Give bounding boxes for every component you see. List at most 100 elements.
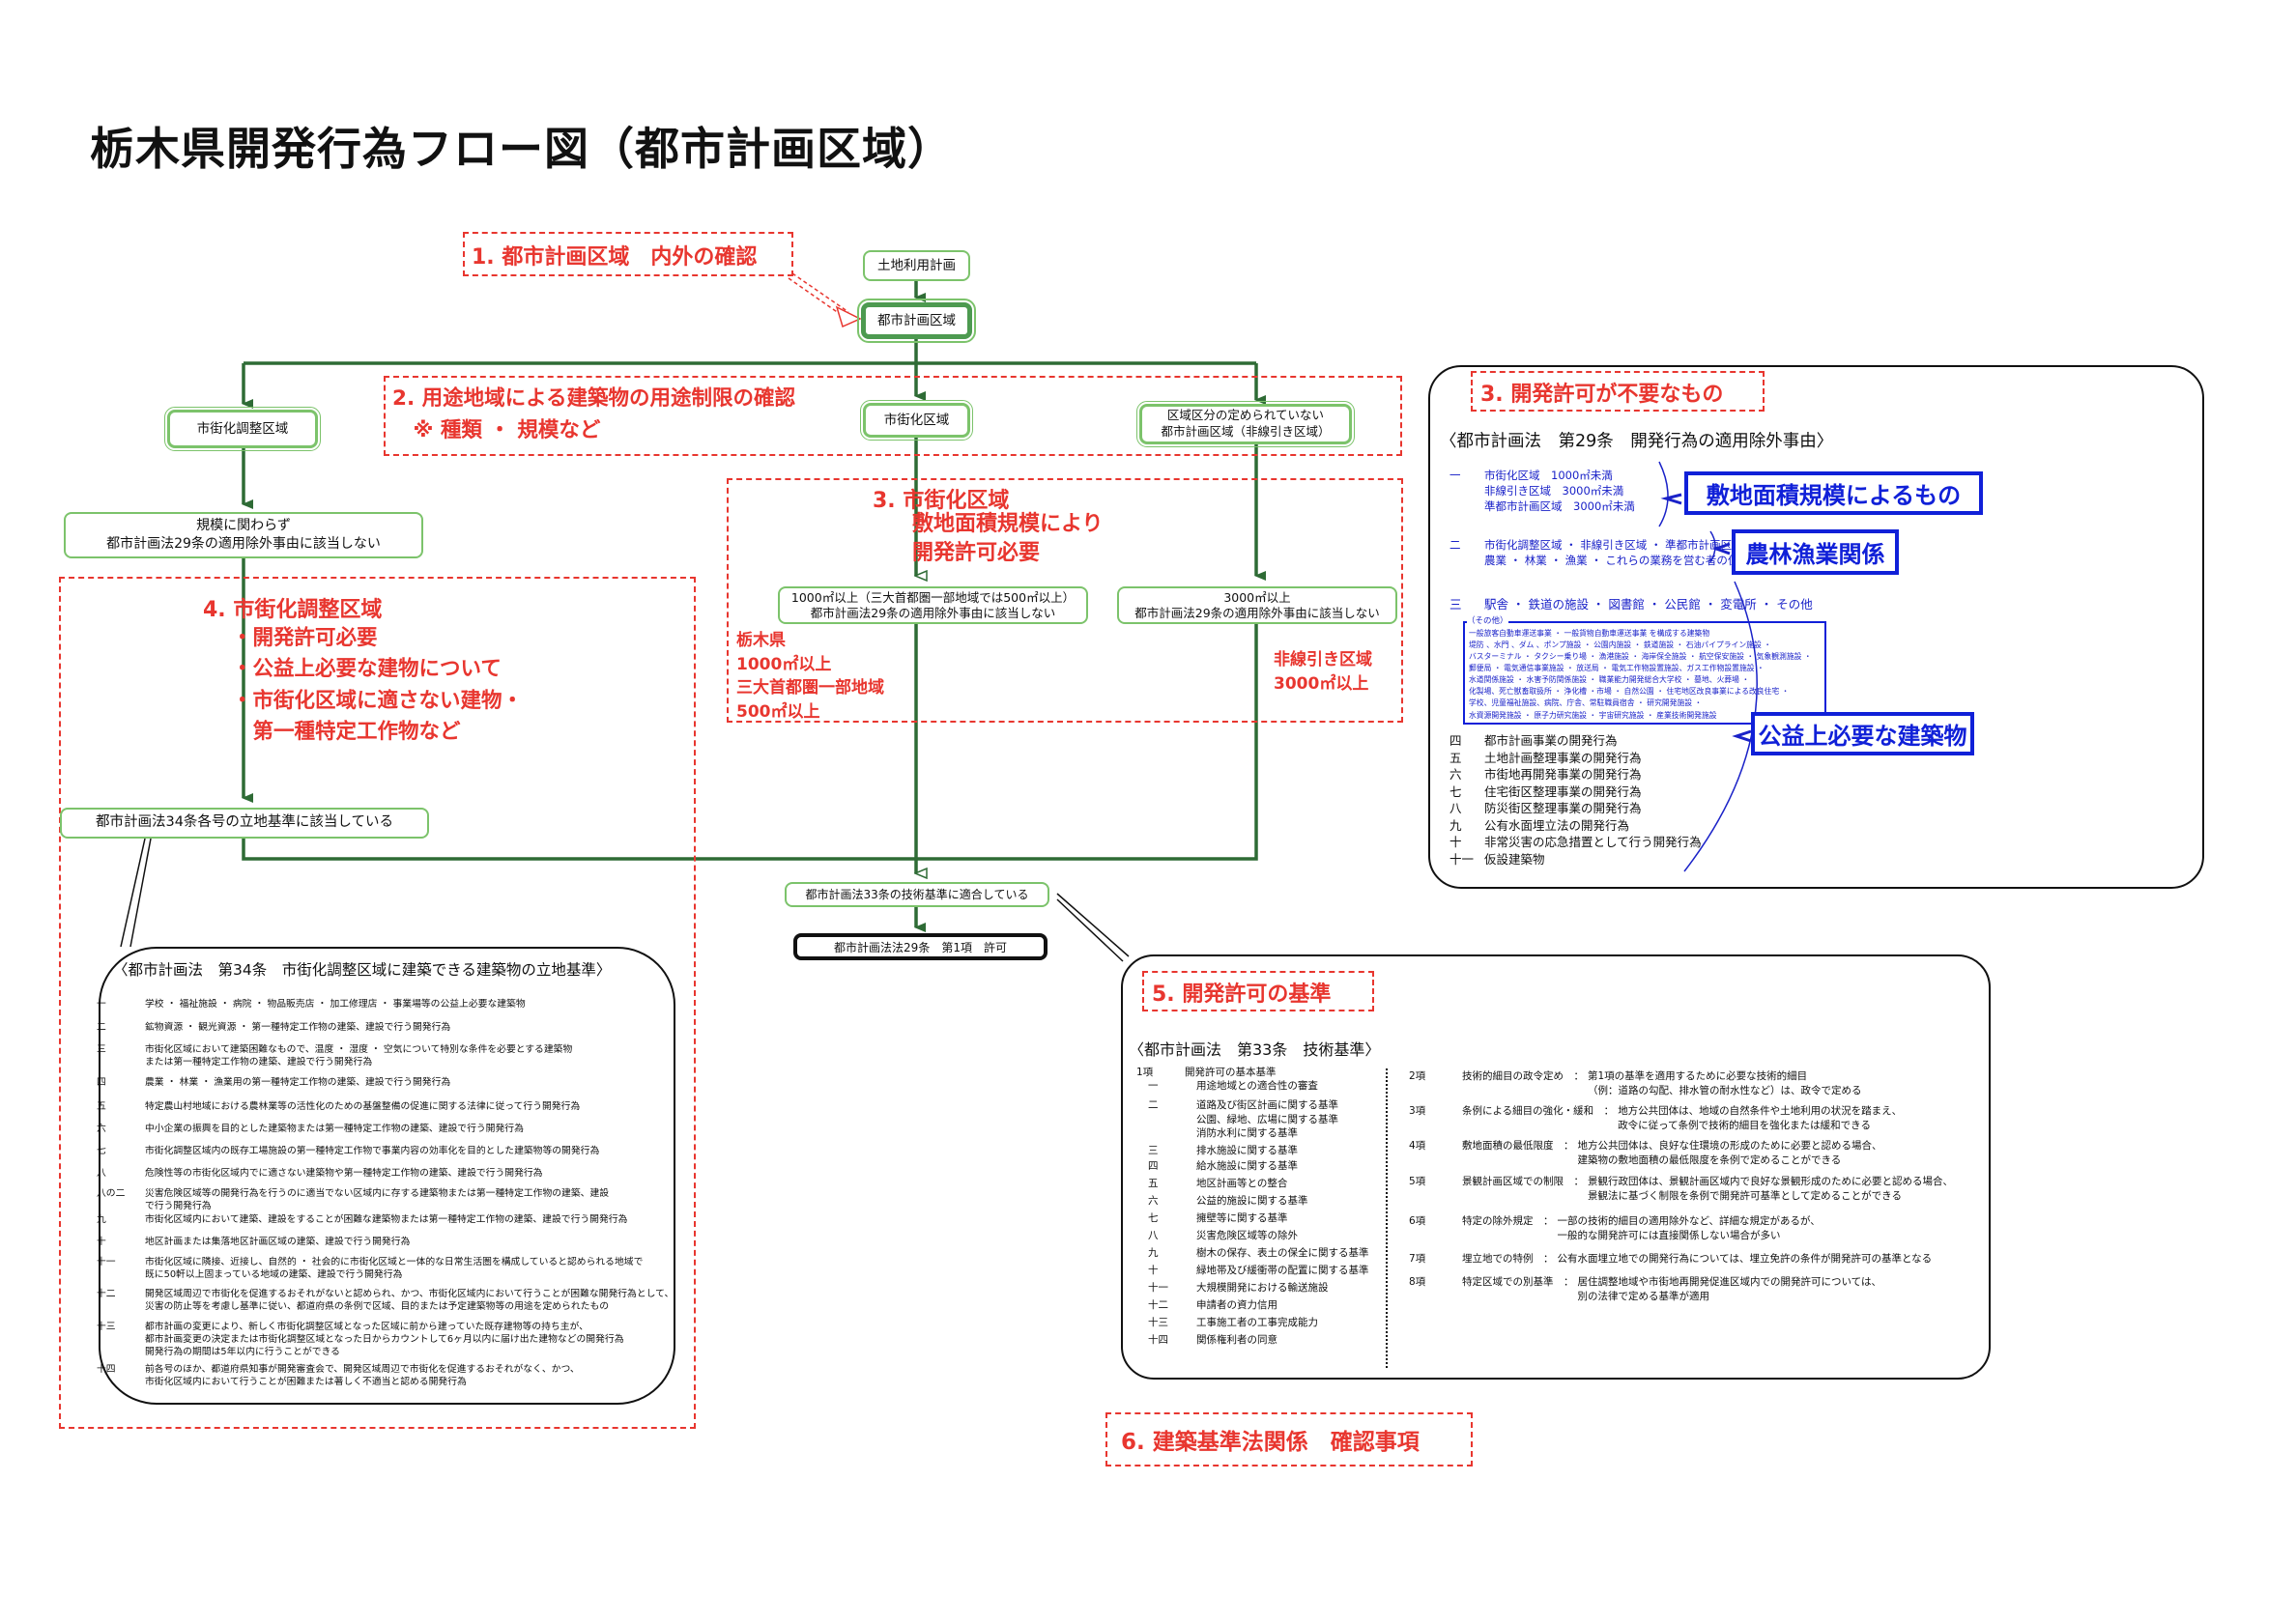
node-art34-location-criteria[interactable]: 都市計画法34条各号の立地基準に該当している [60,808,429,839]
callout-s1 [788,272,862,328]
panel5-para1-item: 十二申請者の資力信用 [1148,1298,1277,1313]
node-urbanization-control-area[interactable]: 市街化調整区域 [164,407,321,451]
item-text: 農業 ・ 林業 ・ 漁業用の第一種特定工作物の建築、建設で行う開発行為 [145,1077,451,1088]
item-number: 十 [1148,1265,1159,1276]
item-text: 地区計画等との整合 [1196,1178,1288,1189]
panel34-list-item: 一 学校 ・ 福祉施設 ・ 病院 ・ 物品販売店 ・ 加工修理店 ・ 事業場等の公… [97,998,526,1011]
item-number: 一 [97,999,106,1010]
item-text: 防災街区整理事業の開発行為 [1484,801,1642,815]
panel5-label-frame [1142,971,1374,1011]
panel3-list-item: 五土地計画整理事業の開発行為 [1449,750,1642,767]
panel34-list-item: 十一市街化区域に隣接、近接し、自然的 ・ 社会的に市街化区域と一体的な日常生活圏… [97,1256,643,1281]
para-text: 公有水面埋立地での開発行為については、埋立免許の条件が開発許可の基準となる [1557,1253,1933,1265]
item-number: 二 [97,1022,106,1033]
para-text: 地方公共団体は、良好な住環境の形成のために必要と認める場合、 建築物の敷地面積の… [1577,1140,1882,1167]
panel5-paragraph: 4項敷地面積の最低限度 ：地方公共団体は、良好な住環境の形成のために必要と認める… [1409,1139,1882,1168]
item-number: 八の二 [97,1188,126,1199]
section1-frame [463,232,793,276]
item-number: 一 [1148,1080,1159,1092]
item-text: 大規模開発における輸送施設 [1196,1282,1329,1294]
para-heading: 条例による細目の強化・緩和 ： [1462,1105,1615,1117]
panel5-para1-item: 十一 大規模開発における輸送施設 [1148,1281,1329,1296]
item-text: 都市計画事業の開発行為 [1484,733,1618,748]
node-land-use-plan[interactable]: 土地利用計画 [863,250,970,281]
item-number: 十三 [1148,1317,1168,1328]
item-text: 排水施設に関する基準 [1196,1145,1298,1156]
item-number: 八 [1449,801,1462,815]
section3-title: 3. 市街化区域 [873,489,1010,513]
para-number: 2項 [1409,1070,1426,1082]
item-text: 住宅街区整理事業の開発行為 [1484,783,1642,799]
item-number: 八 [97,1168,106,1179]
panel5-paragraph: 3項条例による細目の強化・緩和 ：地方公共団体は、地域の自然条件や土地利用の状況… [1409,1104,1902,1133]
section4-body: ・開発許可必要 ・公益上必要な建物について ・市街化区域に適さない建物・ 第一種… [232,626,524,744]
item-number: 六 [1148,1195,1159,1207]
panel34-heading: 〈都市計画法 第34条 市街化調整区域に建築できる建築物の立地基準〉 [113,961,612,979]
item-number: 八 [1148,1230,1159,1241]
node-nondelin-3000sqm[interactable]: 3000㎡以上 都市計画法29条の適用除外事由に該当しない [1117,586,1397,624]
item-number: 十二 [1148,1299,1168,1311]
para-number: 5項 [1409,1176,1426,1187]
node-city-planning-area[interactable]: 都市計画区域 [857,299,976,343]
panel34-list-item: 四 農業 ・ 林業 ・ 漁業用の第一種特定工作物の建築、建設で行う開発行為 [97,1076,450,1089]
item-number: 四 [97,1077,106,1088]
panel-art33-technical-criteria [1121,954,1991,1380]
item-number: 三 [1148,1145,1159,1156]
panel5-para1-item: 十三工事施工者の工事完成能力 [1148,1316,1318,1330]
panel3-list-item: 八 防災街区整理事業の開発行為 [1449,800,1642,817]
item-text: 仮設建築物 [1484,851,1545,867]
item-text: 公益的施設に関する基準 [1196,1195,1308,1207]
item-text: 特定農山村地域における農林業等の活性化のための基盤整備の促進に関する法律に従って… [145,1101,581,1112]
node-control-not-exempt[interactable]: 規模に関わらず 都市計画法29条の適用除外事由に該当しない [64,512,423,558]
item-number: 九 [1449,817,1462,833]
para-heading: 敷地面積の最低限度 ： [1462,1140,1574,1152]
para-number: 7項 [1409,1253,1426,1265]
item-number: 十四 [1148,1334,1168,1346]
para-number: 8項 [1409,1276,1426,1288]
panel5-para1-item: 二道路及び街区計画に関する基準 公園、緑地、広場に関する基準 消防水利に関する基… [1148,1098,1338,1141]
panel34-list-item: 二 鉱物資源 ・ 観光資源 ・ 第一種特定工作物の建築、建設で行う開発行為 [97,1021,450,1034]
panel34-list-item: 八の二災害危険区域等の開発行為を行うのに適当でない区域内に存する建築物または第一… [97,1187,609,1212]
panel3-list-item: 四都市計画事業の開発行為 [1449,732,1618,750]
panel3-label-frame [1471,371,1765,412]
para-text: 一部の技術的細目の適用除外など、詳細な規定があるが、 一般的な開発許可には直接関… [1557,1215,1821,1242]
item-text: 用途地域との適合性の審査 [1196,1080,1318,1092]
item-text: 前各号のほか、都道府県知事が開発審査会で、開発区域周辺で市街化を促進するおそれが… [145,1364,580,1388]
para-heading: 特定の除外規定 ： [1462,1215,1554,1227]
item-number: 十 [97,1237,106,1247]
para-text: 居住調整地域や市街地再開発促進区域内での開発許可については、 別の法律で定める基… [1577,1276,1881,1303]
item-text: 学校 ・ 福祉施設 ・ 病院 ・ 物品販売店 ・ 加工修理店 ・ 事業場等の公益… [145,999,526,1010]
section3-tochigi-threshold: 栃木県 1000㎡以上 三大首都圏一部地域 500㎡以上 [736,631,884,722]
item-number: 十一 [97,1257,116,1267]
item-text: 危険性等の市街化区域内でに適さない建築物や第一種特定工作物の建築、建設で行う開発… [145,1168,543,1179]
panel5-para-1: 1項 開発許可の基本基準 [1136,1067,1277,1078]
panel3-list-item: 十非常災害の応急措置として行う開発行為 [1449,834,1702,851]
item-number: 九 [97,1214,106,1225]
panel5-column-divider [1386,1068,1388,1368]
tag-public-necessity: 公益上必要な建築物 [1751,712,1974,755]
item-text: 鉱物資源 ・ 観光資源 ・ 第一種特定工作物の建築、建設で行う開発行為 [145,1022,451,1033]
panel5-heading: 〈都市計画法 第33条 技術基準〉 [1129,1040,1381,1059]
item-text: 市街地再開発事業の開発行為 [1484,767,1642,782]
panel5-paragraph: 5項景観計画区域での制限 ：景観行政団体は、景観計画区域内で良好な景観形成のため… [1409,1175,1953,1204]
item-number: 十四 [97,1364,116,1375]
panel34-list-item: 九市街化区域内において建築、建設をすることが困難な建築物または第一種特定工作物の… [97,1213,627,1226]
panel5-paragraph: 7項埋立地での特例 ：公有水面埋立地での開発行為については、埋立免許の条件が開発… [1409,1252,1932,1267]
node-permit[interactable]: 都市計画法法29条 第1項 許可 [793,933,1048,960]
panel34-list-item: 三市街化区域において建築困難なもので、温度 ・ 湿度 ・ 空気について特別な条件… [97,1043,572,1068]
panel5-paragraph: 2項技術的細目の政令定め ：第1項の基準を適用するために必要な技術的細目 （例：… [1409,1069,1862,1098]
node-urban-1000sqm[interactable]: 1000㎡以上（三大首都圏一部地域では500㎡以上） 都市計画法29条の適用除外… [778,586,1088,624]
section4-frame [59,577,696,1429]
para-text: 景観行政団体は、景観計画区域内で良好な景観形成のために必要と認める場合、 景観法… [1588,1176,1953,1203]
panel34-list-item: 五特定農山村地域における農林業等の活性化のための基盤整備の促進に関する法律に従っ… [97,1100,580,1113]
item-number: 十二 [97,1289,116,1299]
tag-site-area-based: 敷地面積規模によるもの [1684,471,1983,515]
item-number: 七 [1449,783,1462,799]
item-text: 擁壁等に関する基準 [1196,1212,1288,1224]
item-number: 十一 [1148,1282,1168,1294]
item-number: 六 [97,1124,106,1134]
node-art33-technical-criteria[interactable]: 都市計画法33条の技術基準に適合している [785,882,1049,907]
item-number: 二 [1148,1099,1159,1111]
node-urbanization-area[interactable]: 市街化区域 [860,400,973,441]
node-non-delineated-area[interactable]: 区域区分の定められていない 都市計画区域（非線引き区域） [1136,401,1355,447]
